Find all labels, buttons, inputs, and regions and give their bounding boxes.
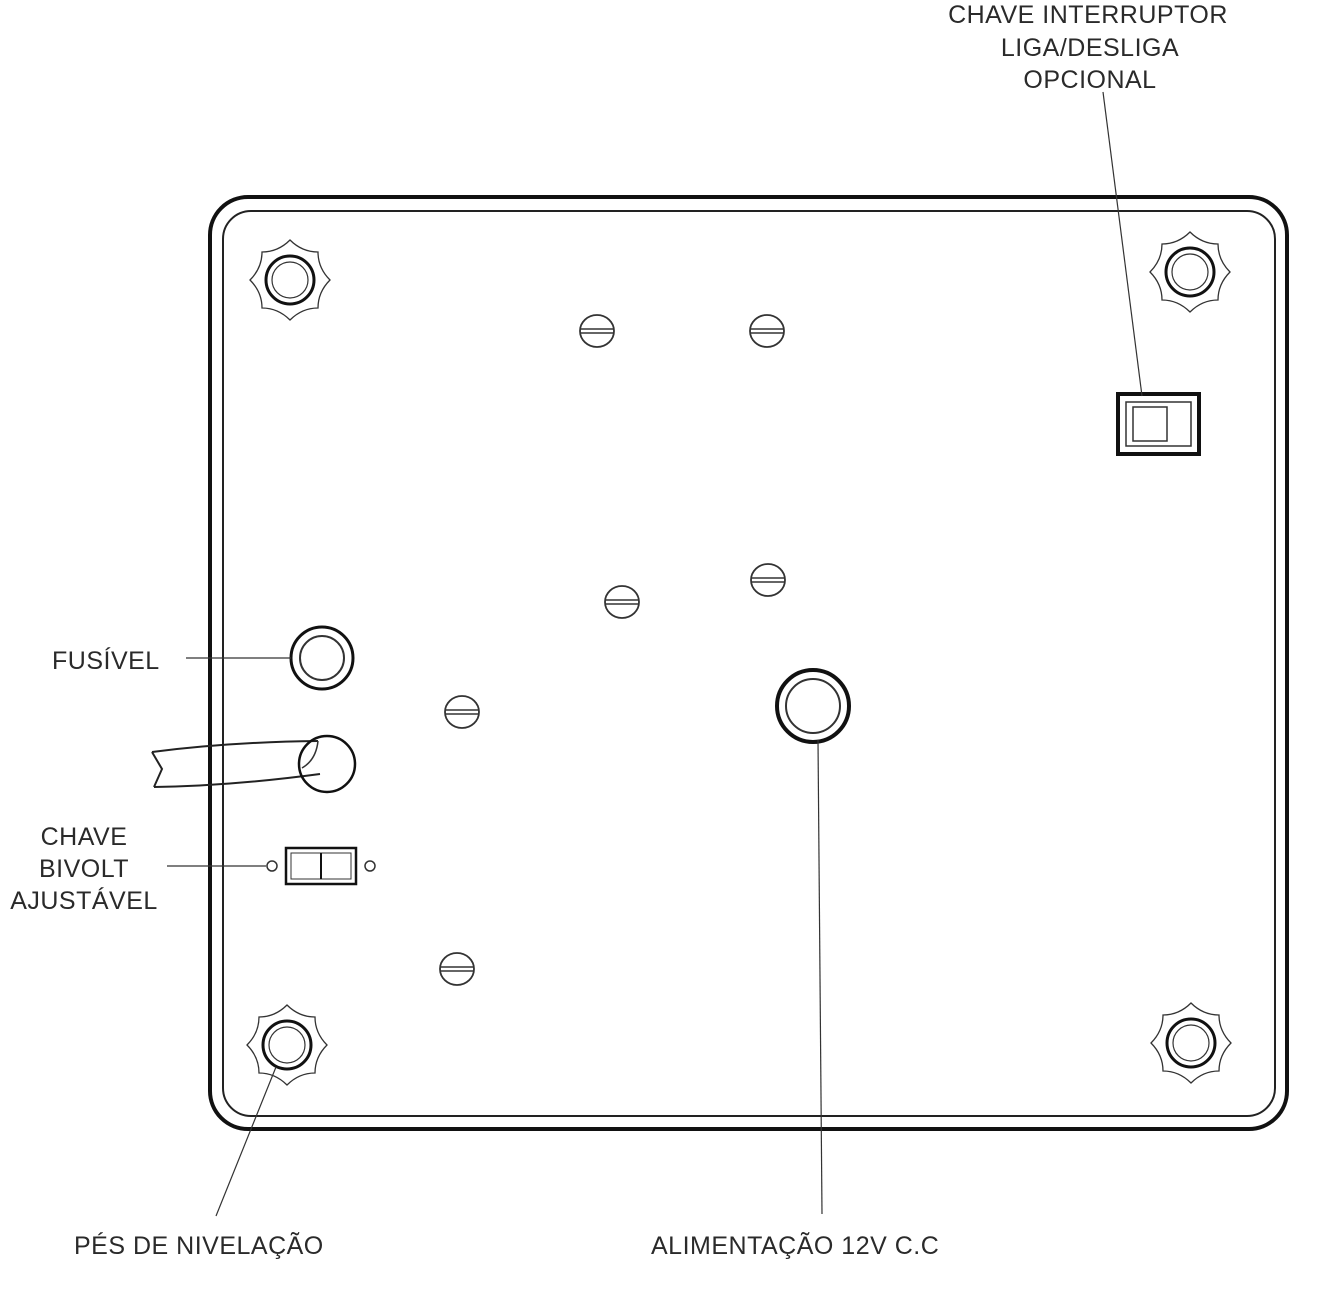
screw-icon <box>444 695 480 729</box>
panel-outer-border <box>208 195 1289 1131</box>
bivolt-label-line3: AJUSTÁVEL <box>10 886 158 915</box>
screw-icon <box>749 314 785 348</box>
switch-label-line2: LIGA/DESLIGA <box>1001 34 1179 62</box>
bivolt-label-line2: BIVOLT <box>39 855 129 883</box>
leveling-foot-icon <box>248 238 332 322</box>
power-label: ALIMENTAÇÃO 12V C.C <box>651 1231 939 1260</box>
fuse-label: FUSÍVEL <box>52 646 160 675</box>
rocker-switch-icon <box>1116 392 1201 456</box>
leader-line-switch <box>1102 91 1143 397</box>
screw-icon <box>750 563 786 597</box>
screw-icon <box>604 585 640 619</box>
panel-inner-border <box>222 210 1276 1117</box>
leader-line-feet <box>215 1066 277 1217</box>
leveling-foot-icon <box>1148 230 1232 314</box>
fuse-holder-icon <box>289 625 355 691</box>
switch-label-line1: CHAVE INTERRUPTOR <box>948 1 1228 29</box>
feet-label: PÉS DE NIVELAÇÃO <box>74 1231 324 1260</box>
bivolt-switch-icon <box>266 846 376 886</box>
leveling-foot-icon <box>245 1003 329 1087</box>
leveling-foot-icon <box>1149 1001 1233 1085</box>
screw-icon <box>579 314 615 348</box>
screw-icon <box>439 952 475 986</box>
power-jack-icon <box>775 668 851 744</box>
switch-label-line3: OPCIONAL <box>1023 66 1156 94</box>
bivolt-label-line1: CHAVE <box>41 823 128 851</box>
power-cord-icon <box>151 734 357 794</box>
leader-line-power <box>817 739 823 1215</box>
